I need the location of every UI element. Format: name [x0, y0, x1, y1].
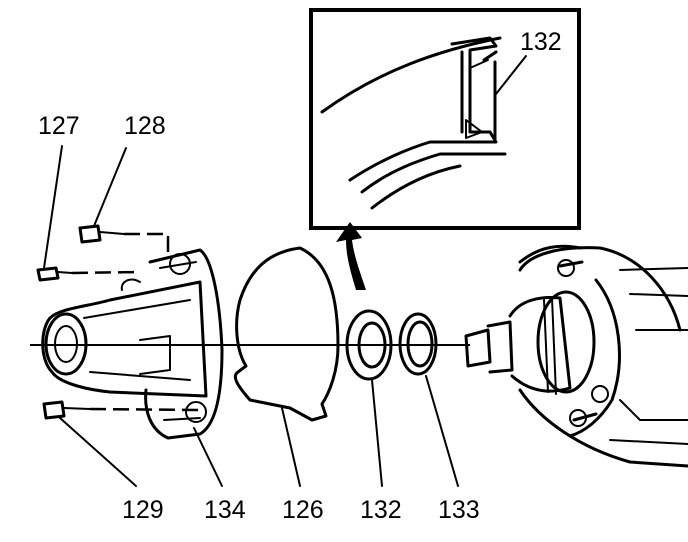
bolt-128 [78, 224, 170, 255]
callout-128: 128 [124, 112, 166, 140]
callout-133: 133 [438, 496, 480, 524]
callout-127: 127 [38, 112, 80, 140]
stud-127 [36, 266, 141, 282]
callout-134: 134 [204, 496, 246, 524]
bolt-129 [42, 400, 201, 420]
callout-129: 129 [122, 496, 164, 524]
callout-132-detail: 132 [520, 28, 562, 56]
callout-132: 132 [360, 496, 402, 524]
gasket-126 [233, 246, 340, 422]
seal-detail-inset [309, 8, 581, 230]
seal-132 [345, 309, 393, 381]
extension-housing-134 [41, 248, 224, 440]
transmission-case [464, 244, 688, 468]
snap-ring-133 [398, 312, 438, 376]
detail-arrow [336, 222, 366, 290]
leader-lines [43, 145, 459, 487]
callout-126: 126 [282, 496, 324, 524]
